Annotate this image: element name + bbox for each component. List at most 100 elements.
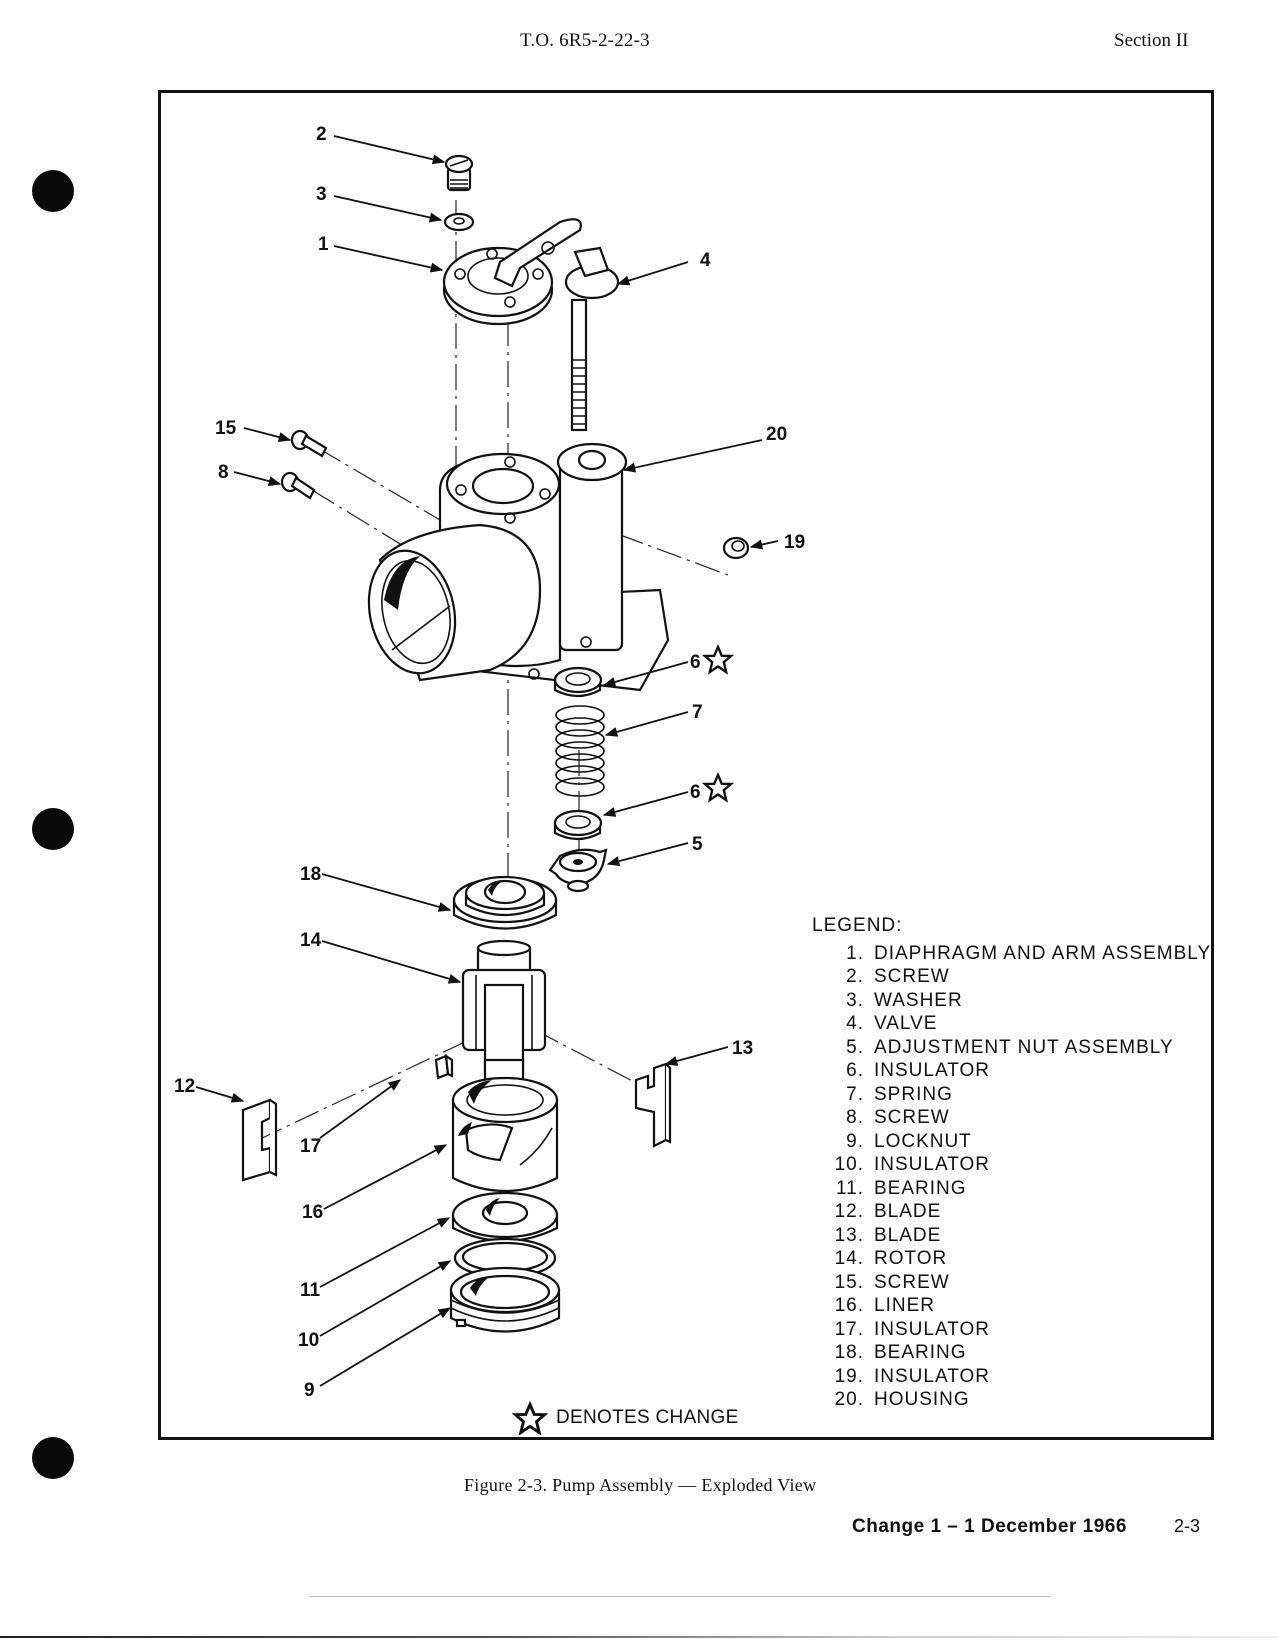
callout-6-upper: 6	[690, 652, 701, 673]
part-5-adjustment-nut-assembly	[548, 848, 608, 893]
part-20-housing	[367, 442, 670, 692]
callout-2: 2	[316, 124, 327, 145]
change-notice: Change 1 – 1 December 1966	[852, 1516, 1127, 1537]
part-6-insulator-lower	[553, 809, 603, 841]
legend-item-number: 18.	[834, 1342, 864, 1363]
part-9-locknut	[449, 1266, 561, 1333]
legend-item-text: SCREW	[874, 966, 950, 987]
part-15-screw	[290, 429, 328, 458]
change-star-icon	[703, 773, 733, 802]
legend-item-text: ROTOR	[874, 1248, 948, 1269]
legend-item: 6.INSULATOR	[812, 1059, 1211, 1083]
part-19-insulator	[722, 536, 750, 560]
part-12-blade	[241, 1098, 278, 1182]
legend-item-text: VALVE	[874, 1013, 938, 1034]
callout-labels: 2 3 1 4 15 8 20 19 6 7 6 5 18 14 13 12 1…	[174, 124, 805, 1401]
legend-item-number: 14.	[834, 1248, 864, 1269]
callout-4: 4	[700, 250, 711, 271]
legend-item-number: 6.	[846, 1060, 864, 1081]
legend-item-text: LOCKNUT	[874, 1130, 972, 1152]
legend-item-text: HOUSING	[874, 1389, 970, 1410]
legend-item-number: 9.	[846, 1130, 864, 1152]
figure-frame	[158, 90, 1214, 1440]
legend-item: 12. BLADE	[812, 1200, 1211, 1224]
part-1-diaphragm-arm-assembly	[442, 218, 620, 326]
part-7-spring	[555, 705, 605, 797]
legend-item-number: 1.	[846, 942, 864, 964]
legend-item-text: BLADE	[874, 1201, 942, 1222]
legend-item-number: 19.	[834, 1365, 864, 1387]
legend-item-number: 20.	[834, 1389, 864, 1410]
legend-item-number: 16.	[834, 1295, 864, 1316]
legend-item-number: 15.	[834, 1271, 864, 1293]
legend-item-text: BEARING	[874, 1342, 967, 1363]
callout-11: 11	[300, 1280, 321, 1301]
denotes-change-text: DENOTES CHANGE	[556, 1407, 739, 1428]
part-11-bearing	[451, 1191, 559, 1242]
legend-item: 14. ROTOR	[812, 1247, 1211, 1271]
callout-1: 1	[318, 234, 329, 255]
legend-item: 17.INSULATOR	[812, 1318, 1211, 1342]
legend-item-text: BEARING	[874, 1177, 967, 1199]
page-edge	[0, 1636, 1278, 1638]
part-18-bearing	[452, 875, 558, 930]
legend-item-text: BLADE	[874, 1224, 942, 1246]
section-label: Section II	[1114, 30, 1189, 51]
callout-18: 18	[300, 864, 321, 885]
legend-item: 1.DIAPHRAGM AND ARM ASSEMBLY	[812, 942, 1211, 966]
part-6-insulator-upper	[553, 666, 603, 698]
legend-item: 9. LOCKNUT	[812, 1130, 1211, 1154]
callout-3: 3	[316, 184, 327, 205]
legend-item: 18. BEARING	[812, 1341, 1211, 1365]
legend-item: 5.ADJUSTMENT NUT ASSEMBLY	[812, 1036, 1211, 1060]
legend-item-number: 3.	[846, 989, 864, 1011]
callout-15: 15	[215, 418, 237, 439]
legend-item-text: ADJUSTMENT NUT ASSEMBLY	[874, 1036, 1174, 1058]
figure-caption: Figure 2-3. Pump Assembly — Exploded Vie…	[464, 1475, 817, 1495]
part-14-rotor	[461, 939, 547, 1092]
legend-item: 4. VALVE	[812, 1012, 1211, 1036]
legend-item-text: INSULATOR	[874, 1365, 990, 1387]
binder-hole	[32, 170, 74, 212]
legend-item-number: 7.	[846, 1083, 864, 1105]
legend-item-text: WASHER	[874, 989, 963, 1011]
callout-14: 14	[300, 930, 322, 951]
legend-item-number: 17.	[834, 1318, 864, 1340]
callout-6-lower: 6	[690, 782, 701, 803]
legend-item-number: 11.	[835, 1177, 864, 1199]
leader-lines	[195, 135, 779, 1387]
part-16-liner	[451, 1076, 559, 1192]
callout-5: 5	[692, 834, 703, 855]
callout-13: 13	[732, 1038, 753, 1059]
legend-item: 16. LINER	[812, 1294, 1211, 1318]
callout-9: 9	[304, 1380, 315, 1401]
callout-17: 17	[300, 1136, 321, 1157]
page-number: 2-3	[1174, 1516, 1201, 1536]
denotes-change-note: DENOTES CHANGE	[512, 1401, 739, 1435]
legend-item: 19. INSULATOR	[812, 1365, 1211, 1389]
legend-item-number: 12.	[834, 1201, 864, 1222]
legend-item-text: SCREW	[874, 1271, 950, 1293]
callout-20: 20	[766, 424, 787, 445]
part-10-insulator	[453, 1237, 557, 1279]
callout-19: 19	[784, 532, 805, 553]
tech-order-number: T.O. 6R5-2-22-3	[520, 30, 650, 51]
callout-7: 7	[692, 702, 703, 723]
legend-item-number: 4.	[846, 1013, 864, 1034]
legend-item-text: INSULATOR	[874, 1154, 990, 1175]
legend-item: 3. WASHER	[812, 989, 1211, 1013]
callout-12: 12	[174, 1076, 195, 1097]
centerlines	[257, 200, 729, 1141]
callout-10: 10	[298, 1330, 319, 1351]
legend-item: 8.SCREW	[812, 1106, 1211, 1130]
legend-item-number: 8.	[846, 1107, 864, 1128]
legend-item-text: LINER	[874, 1295, 935, 1316]
binder-hole	[32, 1437, 74, 1479]
legend-item-number: 2.	[846, 966, 864, 987]
legend-item-number: 10.	[834, 1154, 864, 1175]
legend-title: LEGEND:	[812, 915, 903, 936]
callout-8: 8	[218, 462, 229, 483]
legend-item: 2. SCREW	[812, 965, 1211, 989]
